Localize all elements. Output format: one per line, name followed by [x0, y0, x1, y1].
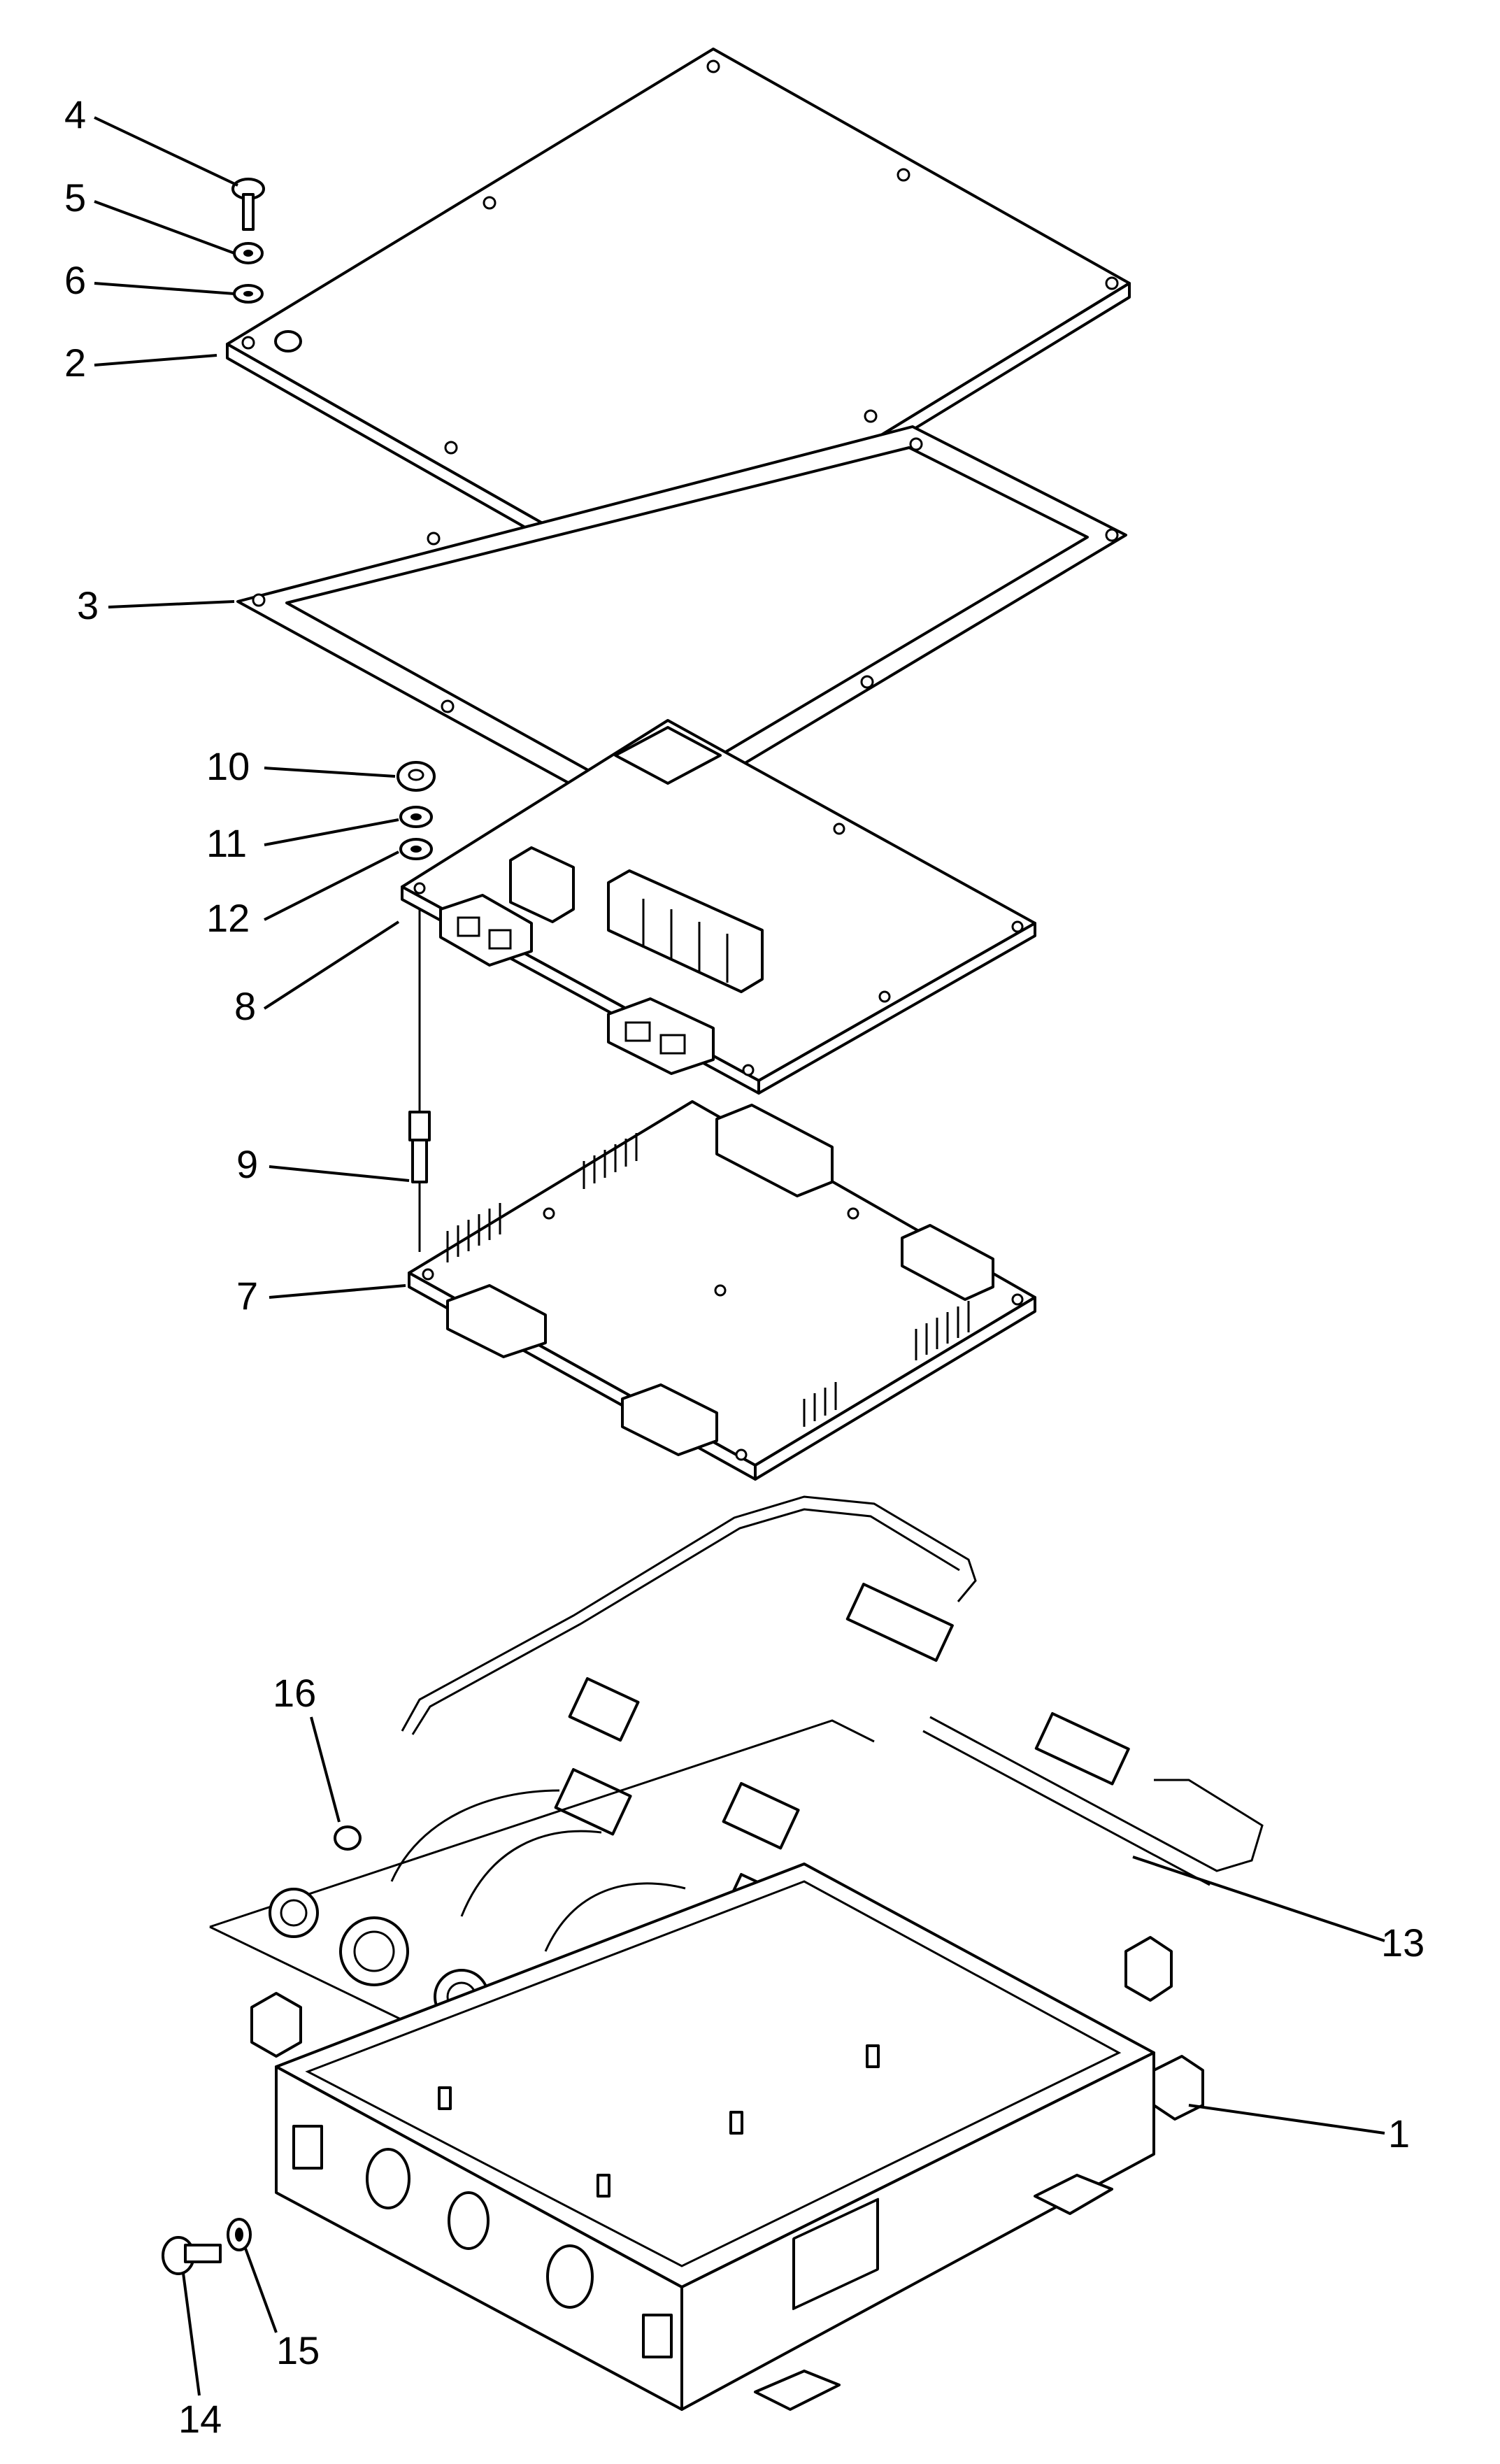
pin-header	[915, 1301, 970, 1360]
leader-line	[264, 850, 399, 921]
leader-line	[310, 1716, 341, 1823]
callout-16: 16	[273, 1671, 316, 1715]
callout-12: 12	[206, 896, 250, 940]
harness-backing	[209, 1719, 875, 1928]
leader-line	[243, 2246, 278, 2333]
leader-line	[94, 116, 238, 187]
callout-10: 10	[206, 744, 250, 788]
leader-line	[264, 767, 396, 778]
callout-1: 1	[1388, 2112, 1410, 2156]
callout-13: 13	[1381, 1921, 1424, 1965]
round-connector	[339, 1916, 409, 1986]
callout-3: 3	[77, 583, 99, 627]
callout-4: 4	[64, 92, 86, 136]
board-connector	[439, 894, 533, 967]
flat-washer-12	[399, 838, 433, 860]
board-connector	[446, 1284, 547, 1358]
leader-line	[269, 1284, 406, 1299]
relay-block	[509, 846, 764, 993]
lower-circuit-board	[408, 1100, 1036, 1481]
callout-11: 11	[206, 821, 247, 865]
board-connector	[715, 1104, 834, 1197]
lock-washer-11	[399, 806, 433, 828]
grommet	[334, 1825, 362, 1851]
leader-line	[1188, 2104, 1385, 2135]
leader-line	[94, 200, 235, 255]
washer	[227, 2218, 252, 2251]
board-connector	[621, 1383, 718, 1456]
callout-8: 8	[234, 984, 256, 1028]
leader-line	[94, 282, 235, 295]
callout-6: 6	[64, 258, 86, 302]
leader-line	[1132, 1856, 1385, 1942]
lock-washer-5	[233, 242, 264, 264]
callout-15: 15	[276, 2328, 320, 2372]
nut-10	[397, 761, 436, 792]
harness-backing	[209, 1925, 420, 2030]
pin-header	[583, 1133, 638, 1189]
pin-header	[803, 1382, 837, 1427]
standoff	[408, 909, 431, 1252]
board-connector	[607, 997, 715, 1075]
leader-line	[263, 920, 400, 1010]
callout-7: 7	[236, 1274, 258, 1318]
pin-header	[446, 1203, 501, 1262]
round-connector	[269, 1888, 319, 1938]
screw	[162, 2236, 222, 2275]
leader-line	[108, 600, 235, 608]
callout-14: 14	[178, 2397, 222, 2441]
control-case	[250, 1863, 1204, 2411]
leader-line	[269, 1165, 410, 1182]
board-connector	[901, 1224, 994, 1301]
gasket	[236, 425, 1127, 825]
screw-4	[231, 178, 265, 231]
upper-circuit-board	[401, 719, 1036, 1095]
leader-line	[182, 2272, 201, 2396]
leader-line	[94, 354, 217, 366]
leader-line	[264, 818, 399, 846]
callout-2: 2	[64, 341, 86, 385]
flat-washer-6	[233, 284, 264, 304]
callout-9: 9	[236, 1142, 258, 1186]
callout-5: 5	[64, 176, 86, 220]
